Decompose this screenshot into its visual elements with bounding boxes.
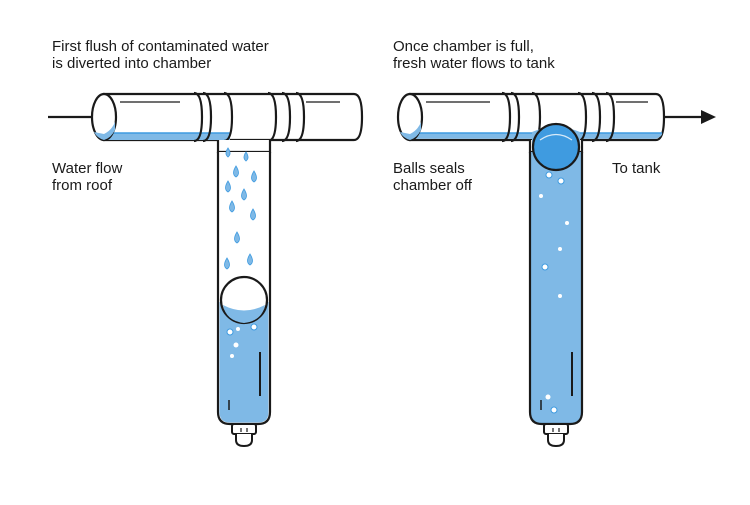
right-diverter: [396, 91, 716, 448]
left-drain-cap: [231, 423, 257, 448]
right-caption-line2: fresh water flows to tank: [393, 55, 555, 72]
right-sealing-ball: [531, 122, 581, 172]
right-chamber: [528, 152, 584, 426]
outflow-arrow: [664, 110, 716, 124]
right-drain-cap: [543, 423, 569, 448]
left-caption: First flush of contaminated water is div…: [52, 38, 269, 72]
seal-label-line2: chamber off: [393, 177, 472, 194]
left-caption-line2: is diverted into chamber: [52, 55, 212, 72]
left-diverter: [48, 91, 364, 448]
flow-label: Water flow from roof: [52, 160, 122, 194]
right-caption: Once chamber is full, fresh water flows …: [393, 38, 555, 72]
water-droplets: [224, 147, 257, 270]
left-caption-line1: First flush of contaminated water: [52, 38, 269, 55]
left-horizontal-pipe: [90, 91, 364, 143]
left-float-ball: [219, 275, 269, 325]
tank-label-text: To tank: [612, 160, 661, 177]
left-tee-junction: [216, 140, 272, 154]
tank-label: To tank: [612, 160, 660, 177]
flow-label-line1: Water flow: [52, 160, 123, 177]
flow-label-line2: from roof: [52, 177, 113, 194]
right-horizontal-pipe: [396, 91, 666, 143]
seal-label-line1: Balls seals: [393, 160, 465, 177]
seal-label: Balls seals chamber off: [393, 160, 472, 194]
right-caption-line1: Once chamber is full,: [393, 38, 534, 55]
